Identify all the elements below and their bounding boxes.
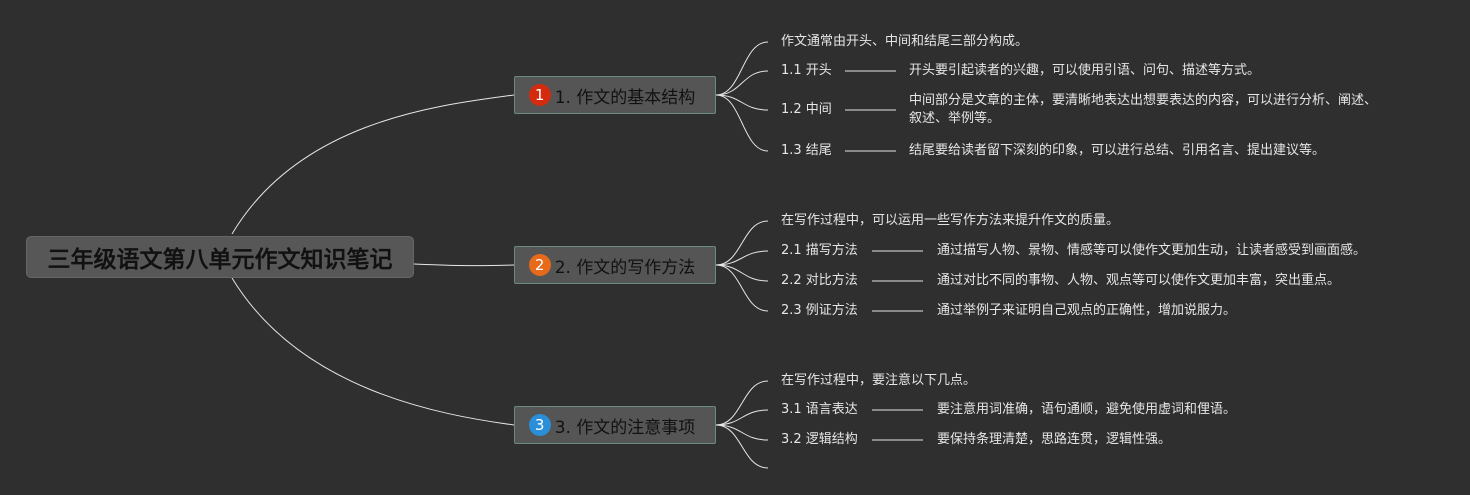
subtopic-detail-1-1[interactable]: 开头要引起读者的兴趣，可以使用引语、问句、描述等方式。 bbox=[909, 63, 1261, 78]
subtopic-intro-2[interactable]: 在写作过程中，可以运用一些写作方法来提升作文的质量。 bbox=[781, 213, 1120, 228]
link-b1-item3 bbox=[715, 94, 769, 152]
number-badge-1: 1 bbox=[528, 84, 551, 106]
branch-topic-2[interactable]: 2 2. 作文的写作方法 bbox=[514, 246, 716, 284]
link-b3-item1 bbox=[715, 409, 769, 426]
link-root-branch-3 bbox=[231, 277, 515, 426]
link-b2-item3 bbox=[715, 264, 769, 312]
number-badge-2: 2 bbox=[528, 254, 551, 276]
root-topic[interactable]: 三年级语文第八单元作文知识笔记 bbox=[26, 236, 414, 278]
link-b1-item2 bbox=[715, 94, 769, 111]
link-b3-intro bbox=[715, 380, 769, 426]
subtopic-intro-3[interactable]: 在写作过程中，要注意以下几点。 bbox=[781, 373, 977, 388]
branch-topic-1[interactable]: 1 1. 作文的基本结构 bbox=[514, 76, 716, 114]
subtopic-label-3-2[interactable]: 3.2 逻辑结构 bbox=[781, 432, 858, 447]
number-badge-3: 3 bbox=[528, 414, 551, 436]
subtopic-label-1-2[interactable]: 1.2 中间 bbox=[781, 102, 832, 117]
subtopic-intro-1[interactable]: 作文通常由开头、中间和结尾三部分构成。 bbox=[781, 34, 1029, 49]
subtopic-detail-1-2[interactable]: 中间部分是文章的主体，要清晰地表达出想要表达的内容，可以进行分析、阐述、叙述、举… bbox=[909, 93, 1378, 126]
root-title: 三年级语文第八单元作文知识笔记 bbox=[47, 247, 393, 273]
branch-title-2: 2. 作文的写作方法 bbox=[554, 257, 696, 278]
link-b1-item1 bbox=[715, 70, 769, 96]
subtopic-label-3-1[interactable]: 3.1 语言表达 bbox=[781, 402, 858, 417]
link-b3-empty bbox=[715, 424, 769, 469]
link-b1-intro bbox=[715, 41, 769, 96]
link-root-branch-1 bbox=[231, 94, 515, 235]
subtopic-label-2-3[interactable]: 2.3 例证方法 bbox=[781, 303, 858, 318]
subtopic-detail-2-3[interactable]: 通过举例子来证明自己观点的正确性，增加说服力。 bbox=[937, 303, 1237, 318]
subtopic-detail-3-1[interactable]: 要注意用词准确，语句通顺，避免使用虚词和俚语。 bbox=[937, 402, 1237, 417]
branch-title-1: 1. 作文的基本结构 bbox=[554, 87, 696, 108]
subtopic-detail-1-3[interactable]: 结尾要给读者留下深刻的印象，可以进行总结、引用名言、提出建议等。 bbox=[909, 143, 1326, 158]
link-b2-item2 bbox=[715, 264, 769, 282]
subtopic-detail-3-2[interactable]: 要保持条理清楚，思路连贯，逻辑性强。 bbox=[937, 432, 1172, 447]
link-root-branch-2 bbox=[413, 263, 515, 267]
subtopic-label-2-1[interactable]: 2.1 描写方法 bbox=[781, 243, 858, 258]
subtopic-label-1-3[interactable]: 1.3 结尾 bbox=[781, 143, 832, 158]
subtopic-label-1-1[interactable]: 1.1 开头 bbox=[781, 63, 832, 78]
link-b2-item1 bbox=[715, 250, 769, 266]
link-b2-intro bbox=[715, 220, 769, 266]
subtopic-detail-2-1[interactable]: 通过描写人物、景物、情感等可以使作文更加生动，让读者感受到画面感。 bbox=[937, 243, 1367, 258]
branch-topic-3[interactable]: 3 3. 作文的注意事项 bbox=[514, 406, 716, 444]
subtopic-label-2-2[interactable]: 2.2 对比方法 bbox=[781, 273, 858, 288]
branch-title-3: 3. 作文的注意事项 bbox=[554, 417, 696, 438]
link-b3-item2 bbox=[715, 424, 769, 441]
subtopic-detail-2-2[interactable]: 通过对比不同的事物、人物、观点等可以使作文更加丰富，突出重点。 bbox=[937, 273, 1341, 288]
